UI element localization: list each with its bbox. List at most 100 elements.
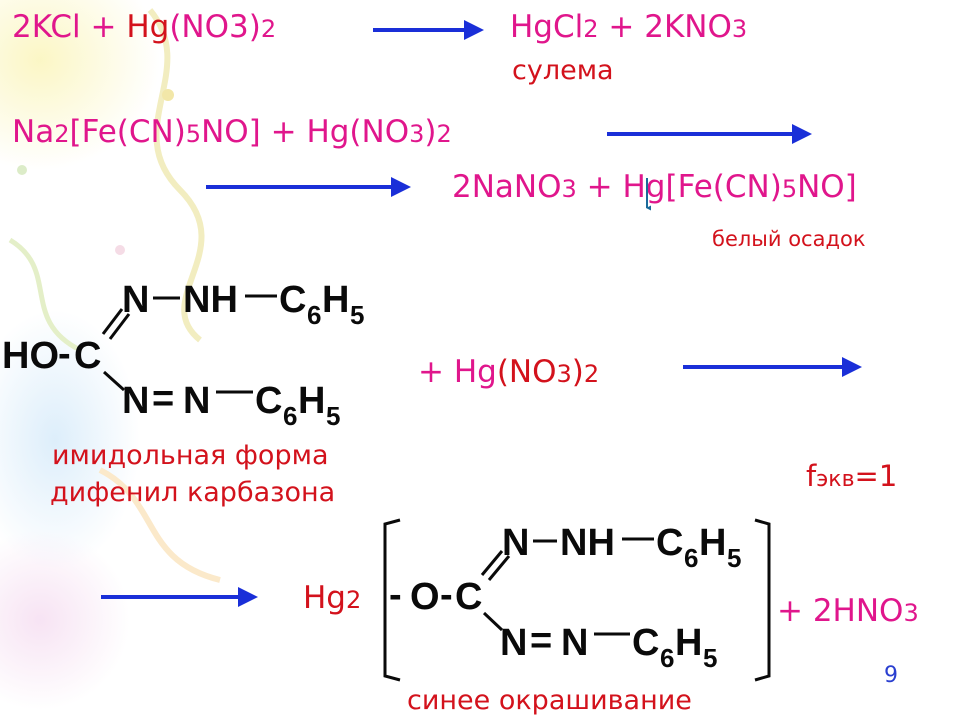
mercury-complex-structure: - O - C N NH C 6 H 5 N = N C 6 H 5 <box>383 518 771 682</box>
confetti-dot <box>162 89 174 101</box>
atom-ho: HO <box>2 335 59 377</box>
reaction2-part: Na <box>12 114 55 150</box>
reaction2-part: [Fe(CN) <box>69 114 186 150</box>
bond-dash: - <box>58 333 71 375</box>
reaction4-hg: Hg2 <box>303 583 361 614</box>
reaction2-product-part: NO] <box>797 169 857 205</box>
reaction3-part: + Hg <box>418 354 497 390</box>
reaction4-byproduct-text: + 2HNO <box>777 593 904 629</box>
reaction2-subscript: 3 <box>561 175 577 203</box>
bond-cn-double-1 <box>480 550 504 576</box>
atom-n-bottom-1: N <box>500 622 527 664</box>
reaction1-reagent-b-hg: Hg <box>126 9 170 45</box>
reaction3-reagent: + Hg(NO3)2 <box>418 357 599 388</box>
ribbon-shape <box>98 467 221 583</box>
reaction2-subscript: 2 <box>54 120 70 148</box>
balloon-shape <box>0 530 130 710</box>
page-number: 9 <box>884 663 898 688</box>
confetti-dot <box>17 165 27 175</box>
phenyl-c: C <box>279 279 306 321</box>
atom-n-bottom-2: N <box>183 380 210 422</box>
phenyl-five: 5 <box>350 300 364 330</box>
bond-cn-single <box>102 370 126 392</box>
bond-minus: - <box>389 574 402 616</box>
phenyl-five: 5 <box>727 543 741 573</box>
atom-n-top: N <box>122 279 149 321</box>
reaction4-byproduct-sub: 3 <box>903 599 919 627</box>
reaction1-reagent-a: 2KCl <box>12 9 81 45</box>
right-bracket <box>754 518 771 682</box>
phenyl-five: 5 <box>703 643 717 673</box>
atom-c: C <box>455 576 482 618</box>
balloon-shape <box>0 310 140 570</box>
feq-value: =1 <box>854 459 898 493</box>
left-bracket <box>383 518 401 682</box>
reaction2-precipitate-label: белый осадок <box>712 227 866 251</box>
reagent-name-line2: дифенил карбазона <box>50 477 336 508</box>
atom-nh: NH <box>560 522 615 564</box>
reaction3-part: ) <box>571 354 584 390</box>
reaction2-subscript: 5 <box>185 120 202 148</box>
diphenylcarbazone-structure: HO - C N NH C 6 H 5 N = N C 6 H 5 <box>2 279 364 431</box>
reaction1-plus: + <box>90 9 117 45</box>
phenyl-c: C <box>632 622 659 664</box>
bond-nn-double: = <box>152 378 174 420</box>
reaction2-reagents: Na2[Fe(CN)5NO] + Hg(NO3)2 <box>12 117 452 148</box>
reaction2-product-part: 2NaNO <box>452 169 562 205</box>
bond-nn-double: = <box>530 620 552 662</box>
equivalence-factor: fэкв=1 <box>806 462 897 491</box>
atom-n-bottom-2: N <box>561 622 588 664</box>
phenyl-six: 6 <box>307 300 321 330</box>
atom-nh: NH <box>183 279 238 321</box>
reaction3-part: (NO <box>496 354 557 390</box>
reaction4-hg-symbol: Hg <box>303 580 346 616</box>
bond-cn-single <box>482 611 504 632</box>
phenyl-six: 6 <box>660 643 674 673</box>
feq-subscript: экв <box>816 467 855 492</box>
reaction2-part: ) <box>424 114 437 150</box>
reaction1-product-b: + 2KNO <box>608 9 732 45</box>
bond-cn-double-2 <box>108 313 131 340</box>
bond-cn-double-2 <box>487 555 511 581</box>
ribbon-shape <box>147 8 205 343</box>
atom-n-top: N <box>502 522 529 564</box>
reaction3-subscript: 2 <box>583 360 600 388</box>
reaction2-subscript: 2 <box>436 120 452 148</box>
phenyl-h: H <box>322 279 349 321</box>
reaction1-reagent-b-rest: (NO3) <box>169 9 261 45</box>
phenyl-five: 5 <box>326 401 340 431</box>
balloon-shape <box>0 0 160 170</box>
reaction2-product-part: Hg[Fe(CN) <box>622 169 782 205</box>
phenyl-h: H <box>699 522 726 564</box>
reaction1-reagents: 2KCl + Hg(NO3)2 <box>12 12 276 43</box>
reaction1-reagent-b-sub: 2 <box>260 15 277 43</box>
reaction1-product-a-sub: 2 <box>583 15 599 43</box>
atom-o: O <box>410 576 440 618</box>
reaction2-product-part: + <box>576 169 613 205</box>
phenyl-h: H <box>675 622 702 664</box>
reaction4-hg-sub: 2 <box>346 586 362 614</box>
reaction1-product-b-sub: 3 <box>731 15 748 43</box>
reaction1-products: HgCl2 + 2KNO3 <box>510 12 747 43</box>
reaction2-subscript: 5 <box>781 175 798 203</box>
reaction2-part: NO] + Hg(NO <box>201 114 410 150</box>
phenyl-six: 6 <box>684 543 698 573</box>
feq-symbol: f <box>806 459 817 493</box>
reaction3-subscript: 3 <box>556 360 572 388</box>
bond-cn-double-1 <box>101 308 124 335</box>
atom-n-bottom-1: N <box>122 380 149 422</box>
phenyl-six: 6 <box>283 401 297 431</box>
ribbon-shape <box>8 237 82 353</box>
confetti-dot <box>115 245 125 255</box>
reagent-name-line1: имидольная форма <box>52 440 329 471</box>
phenyl-c: C <box>255 380 282 422</box>
phenyl-h: H <box>298 380 325 422</box>
bond-dash: - <box>440 574 453 616</box>
reaction4-color-label: синее окрашивание <box>407 685 692 716</box>
reaction2-subscript: 3 <box>409 120 425 148</box>
reaction1-product-a: HgCl <box>510 9 584 45</box>
reaction2-products: 2NaNO3 + Hg[Fe(CN)5NO] <box>452 172 857 203</box>
atom-c: C <box>74 335 101 377</box>
